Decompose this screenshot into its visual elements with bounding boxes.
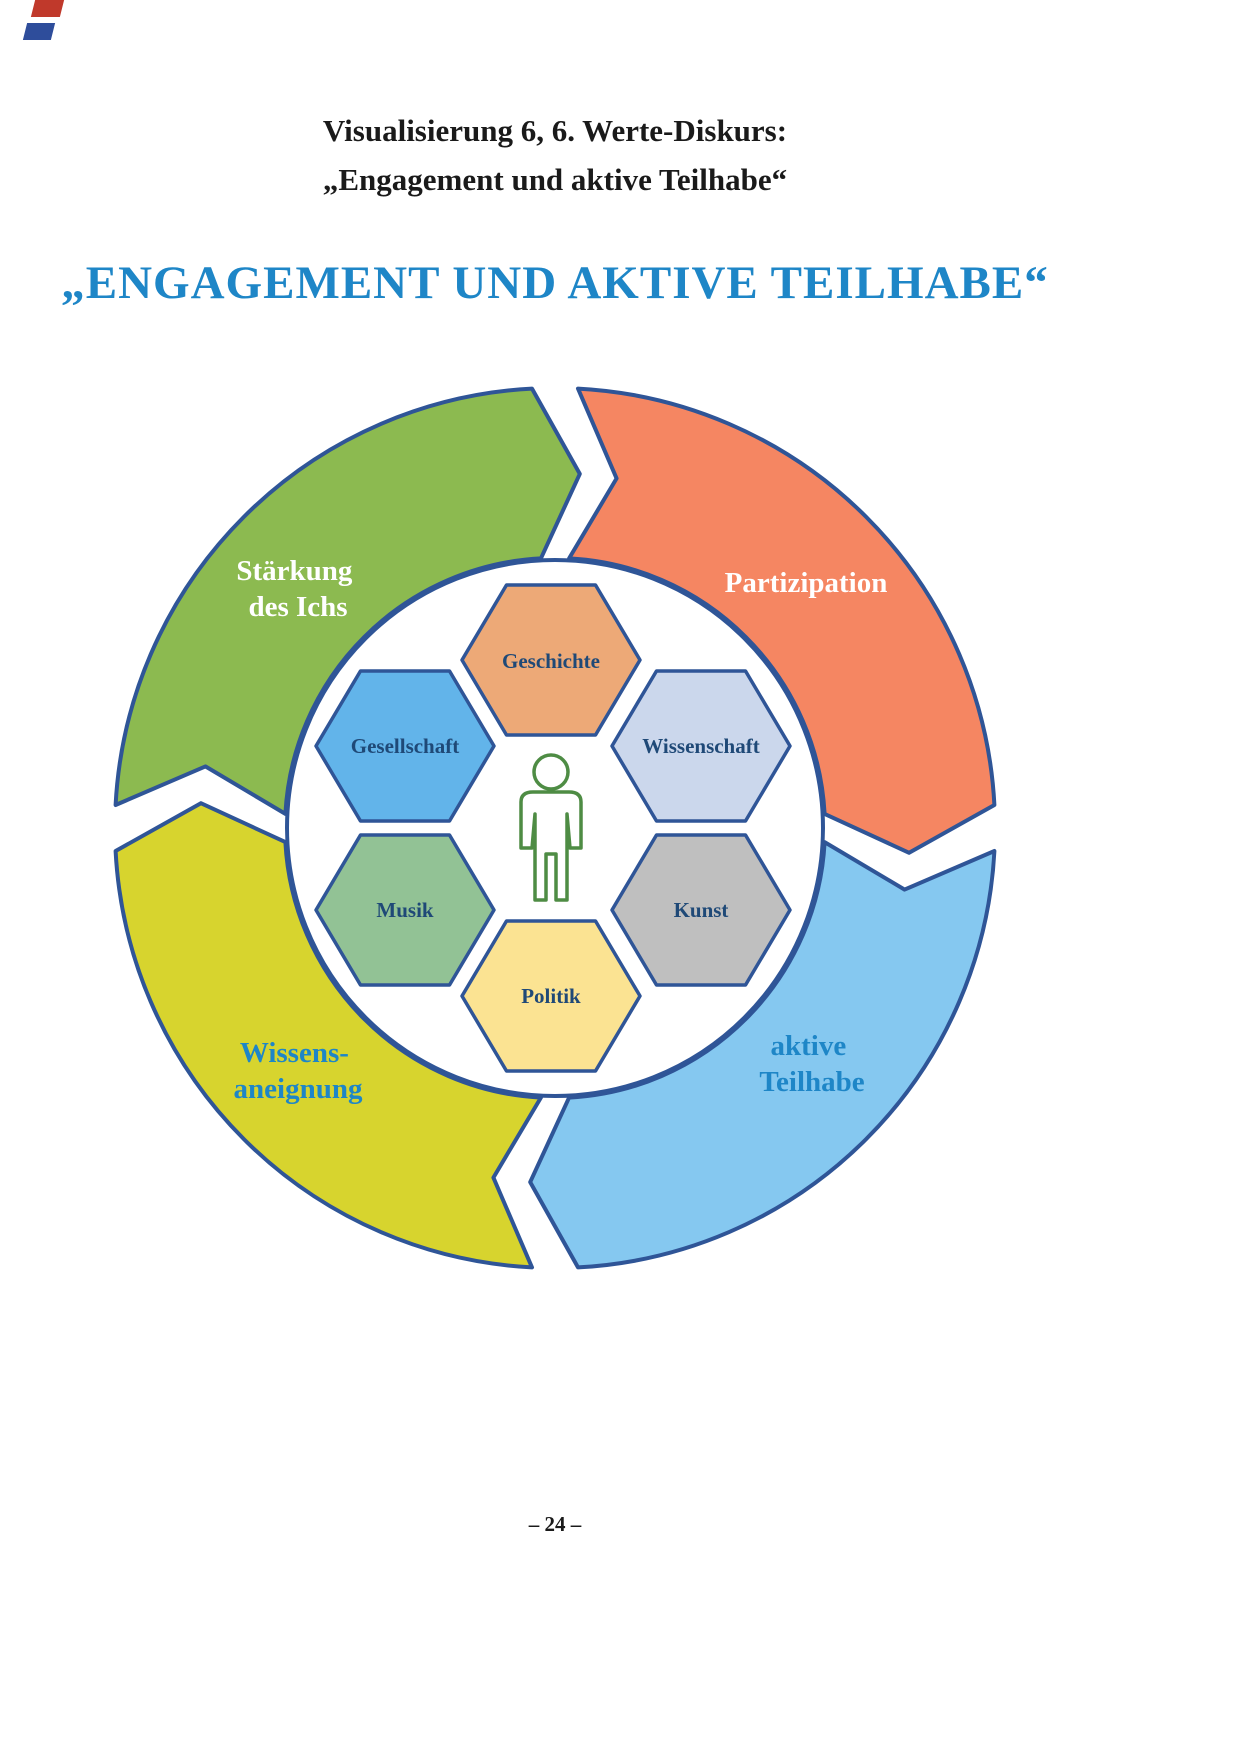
ring-label-wissensaneignung: Wissens- aneignung — [234, 1037, 363, 1105]
ring-label-line: aktive — [771, 1030, 847, 1062]
ring-label-partizipation: Partizipation — [725, 567, 888, 599]
page-number: – 24 – — [528, 1512, 582, 1536]
hexagon-label-wissenschaft: Wissenschaft — [642, 734, 759, 758]
hexagon-gesellschaft — [314, 669, 496, 823]
hexagon-kunst — [610, 833, 792, 987]
ring-labels: Stärkung des Ichs Partizipation aktive T… — [234, 555, 888, 1105]
hexagon-labels: Geschichte Gesellschaft Wissenschaft Mus… — [351, 649, 760, 1008]
hexagon-label-gesellschaft: Gesellschaft — [351, 734, 459, 758]
person-icon-head — [532, 753, 570, 791]
ring-label-line: Partizipation — [725, 567, 888, 599]
ring-label-staerkung: Stärkung des Ichs — [236, 555, 359, 623]
ring-label-line: aneignung — [234, 1073, 363, 1105]
hexagon-politik — [460, 919, 642, 1073]
person-icon — [519, 753, 583, 902]
hexagon-label-politik: Politik — [521, 984, 581, 1008]
hexagon-geschichte — [460, 583, 642, 737]
hexagon-label-geschichte: Geschichte — [502, 649, 600, 673]
hexagon-musik — [314, 833, 496, 987]
doc-title-line2: „Engagement und aktive Teilhabe“ — [322, 162, 788, 197]
person-icon-body — [519, 790, 583, 902]
ring-label-line: Teilhabe — [759, 1066, 864, 1098]
ring-label-line: Wissens- — [240, 1037, 349, 1069]
hexagon-group — [314, 583, 792, 1073]
hexagon-wissenschaft — [610, 669, 792, 823]
hexagon-label-musik: Musik — [376, 898, 434, 922]
doc-title: Visualisierung 6, 6. Werte-Diskurs: „Eng… — [0, 106, 1110, 204]
ring-label-line: Stärkung — [236, 555, 353, 587]
main-heading: „ENGAGEMENT UND AKTIVE TEILHABE“ — [61, 257, 1049, 309]
doc-title-line1: Visualisierung 6, 6. Werte-Diskurs: — [322, 113, 788, 148]
ring-label-aktive-teilhabe: aktive Teilhabe — [759, 1030, 864, 1098]
hexagon-label-kunst: Kunst — [674, 898, 729, 922]
ring-segments — [113, 386, 997, 1270]
ring-label-line: des Ichs — [248, 591, 347, 623]
